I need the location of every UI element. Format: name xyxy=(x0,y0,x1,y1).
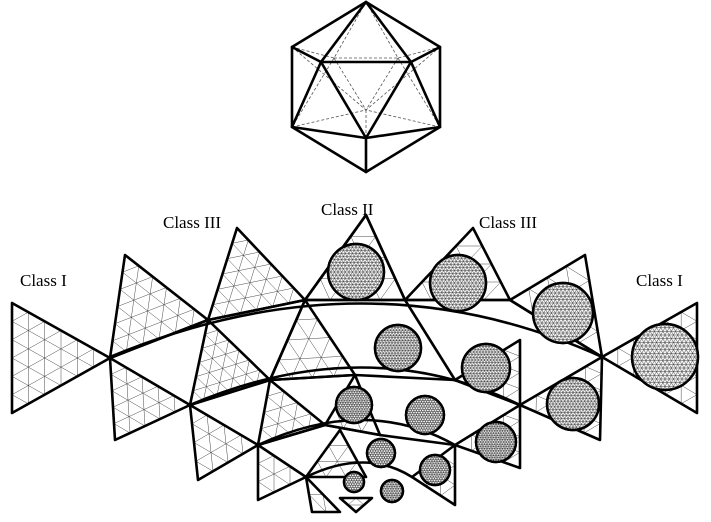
connector-edge xyxy=(206,298,307,322)
label-class-iii-left: Class III xyxy=(163,213,221,232)
connector-edge xyxy=(403,298,457,382)
tri-class-ii-bottom-tip-outline xyxy=(304,475,342,514)
sphere-class-ii-3 xyxy=(334,385,374,425)
icosahedron-hidden-edges xyxy=(291,1,441,172)
sphere-class-iii-r-2 xyxy=(531,281,595,345)
sphere-class-iii-r-3 xyxy=(460,342,512,394)
tri-class-ii-bottom-center-outline xyxy=(338,496,374,514)
tri-class-iii-left-c xyxy=(188,403,260,482)
tri-class-iii-left-c-outline xyxy=(188,403,260,482)
tri-class-ii-bottom-left-outline xyxy=(304,428,368,479)
icosahedron-front-face xyxy=(319,60,413,140)
tri-class-ii-low-left-outline xyxy=(256,443,308,502)
tri-class-i-left-c-outline xyxy=(108,356,192,442)
connector-edge xyxy=(268,373,357,382)
tri-class-ii-bottom-tip xyxy=(304,475,342,514)
tri-class-ii-bottom-left xyxy=(304,428,368,479)
tri-class-iii-left-a xyxy=(206,226,307,322)
connector-edge xyxy=(323,423,382,437)
label-class-iii-right: Class III xyxy=(479,213,537,232)
sphere-class-iii-r-4 xyxy=(404,394,446,436)
tri-class-i-left-b xyxy=(108,253,210,360)
tri-class-iii-left-a-outline xyxy=(206,226,307,322)
connector-edge xyxy=(256,423,327,447)
connector-edge xyxy=(378,433,457,447)
sphere-class-ii-1 xyxy=(326,242,386,302)
arc-4 xyxy=(304,461,414,479)
arc-1 xyxy=(108,302,604,359)
tri-class-i-left-a-outline xyxy=(10,301,112,415)
sphere-class-ii-2 xyxy=(373,323,423,373)
sphere-class-iii-r-5 xyxy=(418,453,452,487)
connector-edge xyxy=(268,298,307,382)
connector-edge xyxy=(353,373,457,382)
connector-edge xyxy=(364,213,407,302)
tri-class-i-left-c xyxy=(108,356,192,442)
tri-class-ii-bottom-center xyxy=(338,496,374,514)
sphere-class-i-r-3 xyxy=(474,420,518,464)
label-class-i-left: Class I xyxy=(20,271,67,290)
label-class-i-right: Class I xyxy=(636,271,683,290)
sphere-class-i-r-2 xyxy=(545,376,601,432)
icosahedron-icon xyxy=(290,0,442,174)
sphere-class-ii-6 xyxy=(379,478,405,504)
sphere-class-iii-r-1 xyxy=(428,253,488,313)
sphere-class-ii-5 xyxy=(342,470,366,494)
label-class-ii: Class II xyxy=(321,200,374,219)
sphere-class-ii-4 xyxy=(365,437,397,469)
tri-class-ii-low-left xyxy=(256,443,308,502)
tri-class-i-left-a xyxy=(10,301,112,415)
